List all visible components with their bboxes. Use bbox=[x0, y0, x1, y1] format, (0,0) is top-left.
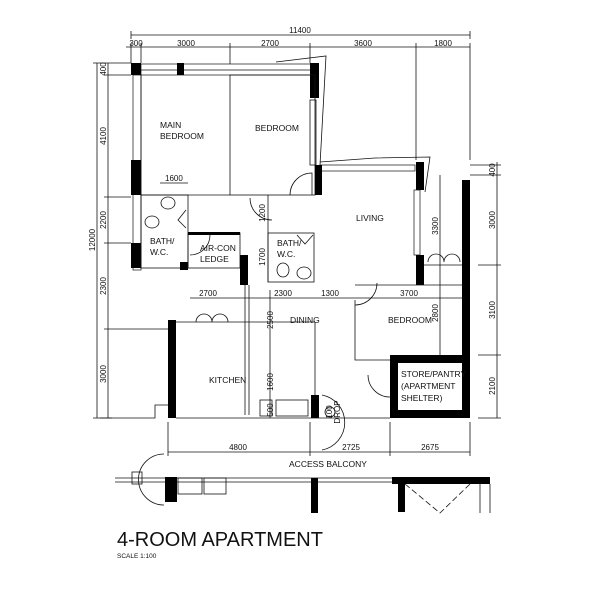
dim-3700: 3700 bbox=[400, 289, 418, 298]
label-main-bedroom-1: MAIN bbox=[160, 120, 181, 130]
dim-dining: 2500 bbox=[266, 311, 275, 329]
label-store-2: (APARTMENT bbox=[401, 381, 455, 391]
label-bath-left-1: BATH/ bbox=[150, 236, 175, 246]
bottom-dimensions: 4800 2725 2675 ACCESS BALCONY bbox=[167, 422, 471, 469]
dim-2300: 2300 bbox=[274, 289, 292, 298]
dim-bottom-1: 2725 bbox=[342, 443, 360, 452]
interior-dimensions: 1600 1200 1700 2700 2300 1300 3700 2500 … bbox=[165, 174, 465, 418]
dim-left-4: 3000 bbox=[99, 365, 108, 383]
plan-title: 4-ROOM APARTMENT bbox=[117, 529, 323, 551]
label-drop-1: 100 bbox=[325, 405, 334, 419]
label-bath-right-1: BATH/ bbox=[277, 238, 302, 248]
dim-right-2: 3100 bbox=[488, 301, 497, 319]
dim-left-0: 400 bbox=[99, 62, 108, 76]
dim-bath-width: 1600 bbox=[165, 174, 183, 183]
dim-500: 500 bbox=[266, 403, 275, 417]
right-dimensions: 400 3000 3100 2100 bbox=[470, 162, 501, 419]
label-living: LIVING bbox=[356, 213, 384, 223]
label-drop-2: DROP bbox=[333, 400, 342, 423]
dim-living-3300: 3300 bbox=[431, 217, 440, 235]
label-bath-left-2: W.C. bbox=[150, 247, 168, 257]
dim-corridor: 1200 bbox=[258, 204, 267, 222]
label-store-3: SHELTER) bbox=[401, 393, 443, 403]
dim-left-total: 12000 bbox=[88, 228, 97, 251]
room-labels: MAIN BEDROOM BEDROOM BATH/ W.C. AIR-CON … bbox=[150, 120, 467, 424]
dim-bedroom-2800: 2800 bbox=[431, 304, 440, 322]
dim-top-0: 300 bbox=[129, 39, 143, 48]
plan-scale: SCALE 1:100 bbox=[117, 553, 157, 560]
dim-right-3: 2100 bbox=[488, 377, 497, 395]
dim-top-4: 1800 bbox=[434, 39, 452, 48]
dim-bottom-0: 4800 bbox=[229, 443, 247, 452]
dim-left-2: 2200 bbox=[99, 211, 108, 229]
label-bath-right-2: W.C. bbox=[277, 249, 295, 259]
dim-top-total: 11400 bbox=[289, 26, 311, 35]
label-main-bedroom-2: BEDROOM bbox=[160, 131, 204, 141]
dim-1300: 1300 bbox=[321, 289, 339, 298]
lower-unit-walls bbox=[115, 453, 491, 514]
label-store-1: STORE/PANTRY bbox=[401, 369, 467, 379]
dim-bottom-2: 2675 bbox=[421, 443, 439, 452]
dim-right-0: 400 bbox=[488, 163, 497, 177]
label-kitchen: KITCHEN bbox=[209, 375, 246, 385]
label-dining: DINING bbox=[290, 315, 320, 325]
dim-right-1: 3000 bbox=[488, 211, 497, 229]
dim-left-1: 4100 bbox=[99, 127, 108, 145]
label-bedroom-1: BEDROOM bbox=[255, 123, 299, 133]
walls bbox=[100, 55, 470, 451]
dim-bath2-depth: 1700 bbox=[258, 248, 267, 266]
dim-left-3: 2300 bbox=[99, 277, 108, 295]
label-access-balcony: ACCESS BALCONY bbox=[289, 459, 367, 469]
left-dimensions: 12000 400 4100 2200 2300 3000 bbox=[88, 62, 175, 419]
label-aircon-2: LEDGE bbox=[200, 254, 229, 264]
label-bedroom-2: BEDROOM bbox=[388, 315, 432, 325]
dim-2700: 2700 bbox=[199, 289, 217, 298]
dim-top-2: 2700 bbox=[261, 39, 279, 48]
label-aircon-1: AIR-CON bbox=[200, 243, 236, 253]
dim-top-3: 3600 bbox=[354, 39, 372, 48]
top-dimensions: 11400 300 3000 2700 3600 1800 bbox=[126, 26, 471, 160]
dim-top-1: 3000 bbox=[177, 39, 195, 48]
dim-kitchen: 1600 bbox=[266, 373, 275, 391]
